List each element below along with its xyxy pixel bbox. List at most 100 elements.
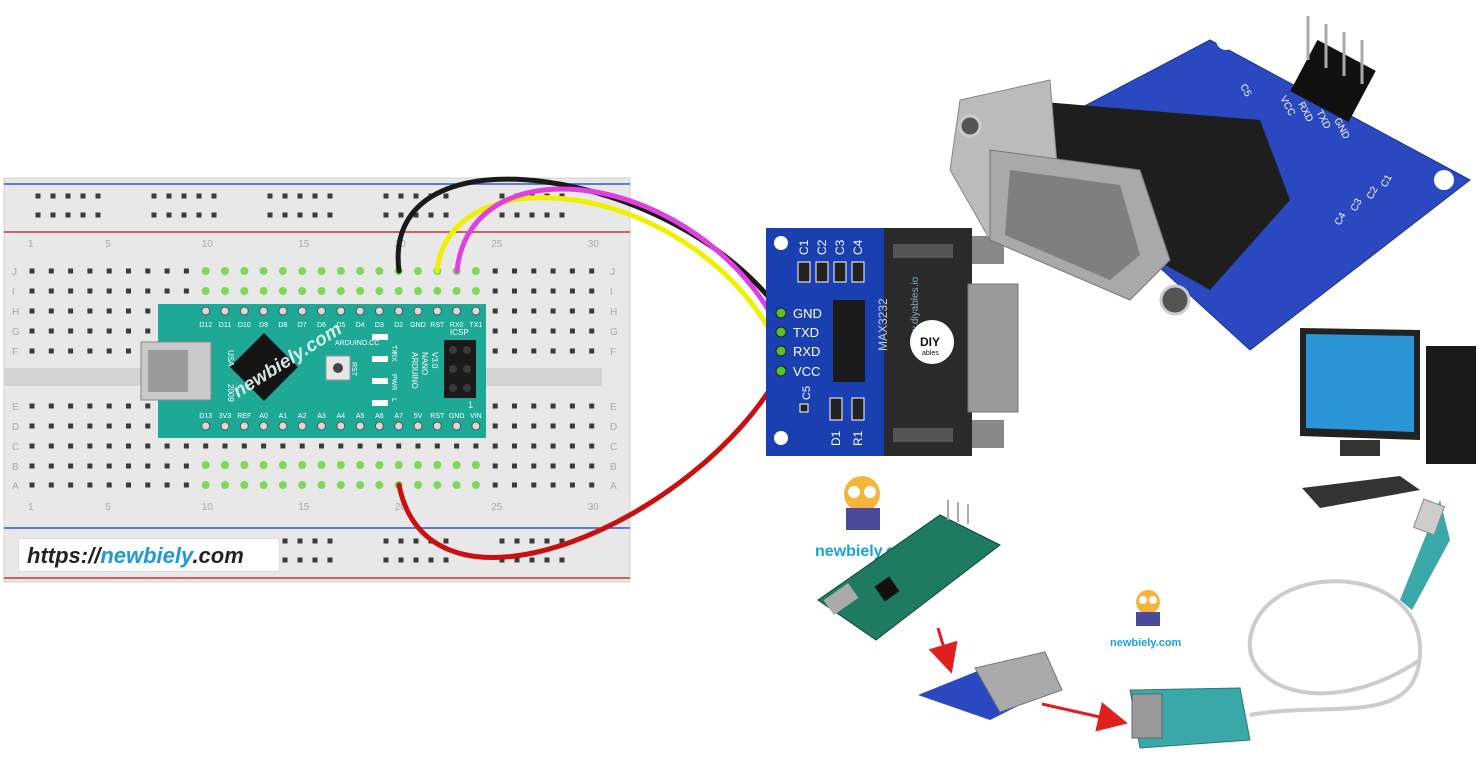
nano-pin-label: RX0	[450, 322, 464, 329]
nano-pin	[317, 306, 326, 316]
diyables-url: www.diyables.io	[910, 276, 921, 349]
nano-pin	[317, 421, 326, 431]
breadboard-row-letter: J	[610, 267, 615, 278]
wires	[395, 176, 784, 560]
nano-pin-label: D8	[278, 322, 287, 329]
diode-d1: D1	[829, 430, 843, 446]
nano-icsp-label: ICSP	[450, 328, 469, 337]
nano-pin	[471, 306, 481, 316]
usb-port	[148, 350, 188, 392]
cap-c4: C4	[851, 239, 865, 255]
led-l-label: L	[390, 398, 397, 402]
nano-pin	[259, 306, 269, 316]
led-rx-label: RX	[390, 352, 397, 362]
breadboard-column-number: 10	[202, 239, 214, 250]
nano-pin	[452, 306, 462, 316]
rs232-pin-rxd: RXD	[793, 344, 820, 359]
nano-pin-label: A2	[298, 413, 307, 420]
breadboard-column-number: 30	[588, 502, 600, 513]
nano-pin-label: GND	[410, 322, 426, 329]
nano-pin	[297, 421, 307, 431]
breadboard-column-number: 10	[202, 502, 214, 513]
nano-pin-label: D2	[394, 322, 403, 329]
photo-cap-c5: C5	[1237, 82, 1253, 99]
pc-tower	[1426, 346, 1476, 464]
owl-logo-2	[1136, 590, 1160, 626]
nano-pin-label: D9	[259, 322, 268, 329]
nano-pin-label: D6	[317, 322, 326, 329]
nano-pin	[239, 306, 249, 316]
nano-pin-label: D5	[336, 322, 345, 329]
nano-pin-label: D11	[219, 322, 231, 329]
keyboard	[1302, 476, 1420, 508]
breadboard-column-number: 1	[28, 239, 34, 250]
nano-pin	[432, 421, 442, 431]
breadboard-column-number: 20	[395, 502, 407, 513]
nano-year-label: 2009	[226, 384, 235, 402]
nano-pin-label: 3V3	[219, 413, 232, 420]
breadboard-column-number: 30	[588, 239, 600, 250]
nano-model2-label: NANO	[420, 352, 429, 375]
nano-pin	[278, 306, 288, 316]
nano-pin	[239, 421, 249, 431]
nano-pin-label: RST	[430, 413, 445, 420]
nano-pin-label: RST	[430, 322, 445, 329]
brand-text-2: newbiely.com	[1110, 637, 1182, 649]
photo-cap-c1: C1	[1379, 173, 1395, 190]
breadboard-row-letter: I	[610, 287, 613, 298]
breadboard-row-letter: D	[610, 422, 617, 433]
led-tx-label: TX	[390, 345, 397, 354]
nano-pin-label: REF	[237, 413, 251, 420]
breadboard-row-letter: H	[12, 307, 19, 318]
url-suffix: .com	[192, 543, 244, 568]
nano-pin-label: A1	[279, 413, 288, 420]
breadboard-row-letter: C	[610, 442, 617, 453]
nano-pin	[355, 421, 365, 431]
url-highlight: newbiely	[100, 543, 193, 568]
nano-pin-label: GND	[449, 413, 465, 420]
breadboard-row-letter: B	[12, 462, 19, 473]
website-url[interactable]: https://newbiely.com	[18, 538, 280, 572]
diyables-logo-text: DIY	[920, 335, 940, 349]
resistor-r1: R1	[851, 430, 865, 446]
nano-pin	[413, 306, 423, 316]
nano-pin-label: VIN	[470, 413, 482, 420]
breadboard-row-letter: E	[610, 402, 617, 413]
nano-pin-label: 5V	[414, 413, 423, 420]
nano-pin	[278, 421, 288, 431]
nano-pin	[413, 421, 423, 431]
nano-pin-label: A4	[337, 413, 346, 420]
cap-c1: C1	[797, 239, 811, 255]
breadboard-row-letter: F	[610, 347, 616, 358]
breadboard-row-letter: A	[12, 481, 19, 492]
usb-cable	[1247, 579, 1423, 717]
breadboard-row-letter: G	[610, 327, 618, 338]
nano-pin	[201, 306, 211, 316]
wire-txd	[434, 195, 784, 354]
photo-cap-c2: C2	[1365, 185, 1381, 202]
max3232-chip	[833, 300, 865, 382]
rs232-module-photo: VCC RXD TXD GND C5 C1 C2 C3 C4	[949, 16, 1471, 351]
breadboard-column-number: 15	[298, 239, 310, 250]
nano-pin-label: A6	[375, 413, 384, 420]
desktop-computer	[1300, 328, 1476, 508]
flow-arrow-1	[928, 627, 958, 674]
nano-pin-label: D4	[356, 322, 365, 329]
breadboard-row-letter: C	[12, 442, 19, 453]
nano-pin-label: D3	[375, 322, 384, 329]
nano-pin-label: D10	[238, 322, 251, 329]
breadboard-column-number: 5	[105, 239, 111, 250]
nano-pin-label: TX1	[469, 322, 482, 329]
cap-c3: C3	[833, 239, 847, 255]
nano-version-label: V3.0	[430, 352, 439, 369]
nano-pin	[432, 306, 442, 316]
nano-pin	[220, 306, 230, 316]
nano-pin-label: A7	[394, 413, 403, 420]
nano-pin-label: D12	[199, 322, 212, 329]
chip-label: MAX3232	[876, 298, 890, 351]
nano-pin-label: D13	[199, 413, 212, 420]
photo-cap-c4: C4	[1333, 211, 1349, 228]
nano-pin	[394, 421, 404, 431]
owl-logo-1	[844, 476, 880, 530]
